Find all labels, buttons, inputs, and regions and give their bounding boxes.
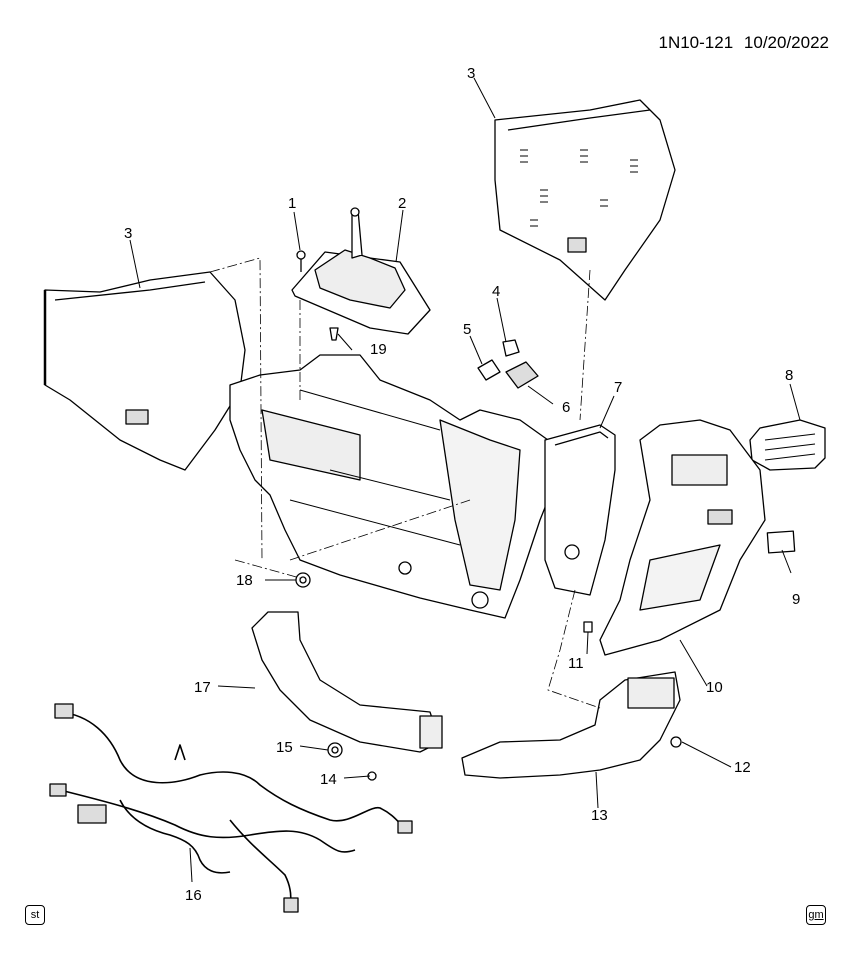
part-3-side-panel-left: [43, 271, 246, 471]
callout-8: 8: [785, 367, 794, 384]
part-7-rear-housing: [544, 424, 616, 596]
callout-15: 15: [276, 739, 293, 756]
part-17-air-duct: [251, 611, 443, 753]
callout-3-top: 3: [467, 65, 476, 82]
part-11-clip: [583, 621, 593, 633]
callout-2: 2: [398, 195, 407, 212]
st-badge: st: [25, 905, 45, 925]
part-3-rear-panel-upper: [494, 99, 676, 301]
callout-16: 16: [185, 887, 202, 904]
diagram-header: 1N10-121 10/20/2022: [659, 33, 830, 53]
callout-6: 6: [562, 399, 571, 416]
callout-19: 19: [370, 341, 387, 358]
gm-logo-badge: gm: [806, 905, 826, 925]
diagram-date: 10/20/2022: [743, 33, 829, 52]
part-4-cap: [502, 339, 520, 357]
part-15-clip: [327, 742, 343, 758]
callout-4: 4: [492, 283, 501, 300]
diagram-ref: 1N10-121: [658, 33, 734, 52]
part-19-clip: [329, 327, 339, 341]
callout-14: 14: [320, 771, 337, 788]
part-16-wiring-harness: [59, 711, 406, 906]
part-1-screw: [296, 250, 306, 272]
callout-5: 5: [463, 321, 472, 338]
callout-18: 18: [236, 572, 253, 589]
callout-7: 7: [614, 379, 623, 396]
callout-9: 9: [792, 591, 801, 608]
callout-17: 17: [194, 679, 211, 696]
harness-connectors: [49, 703, 413, 913]
gm-logo-text: gm: [808, 909, 824, 921]
callout-13: 13: [591, 807, 608, 824]
part-6-usb-module: [505, 361, 539, 389]
part-9-plate: [766, 530, 796, 554]
st-badge-text: st: [30, 909, 40, 921]
part-2-shifter-assembly: [291, 207, 431, 335]
callout-12: 12: [734, 759, 751, 776]
callout-11: 11: [568, 655, 584, 672]
console-frame: [229, 354, 561, 619]
callout-10: 10: [706, 679, 723, 696]
part-10-rear-bezel: [599, 419, 766, 656]
part-8-rear-vent: [749, 419, 826, 471]
part-5-socket: [477, 359, 501, 381]
callout-1: 1: [288, 195, 297, 212]
part-13-lower-duct: [461, 671, 681, 779]
callout-3-left: 3: [124, 225, 133, 242]
part-12-push-pin: [670, 736, 682, 748]
part-18-grommet: [295, 572, 311, 588]
